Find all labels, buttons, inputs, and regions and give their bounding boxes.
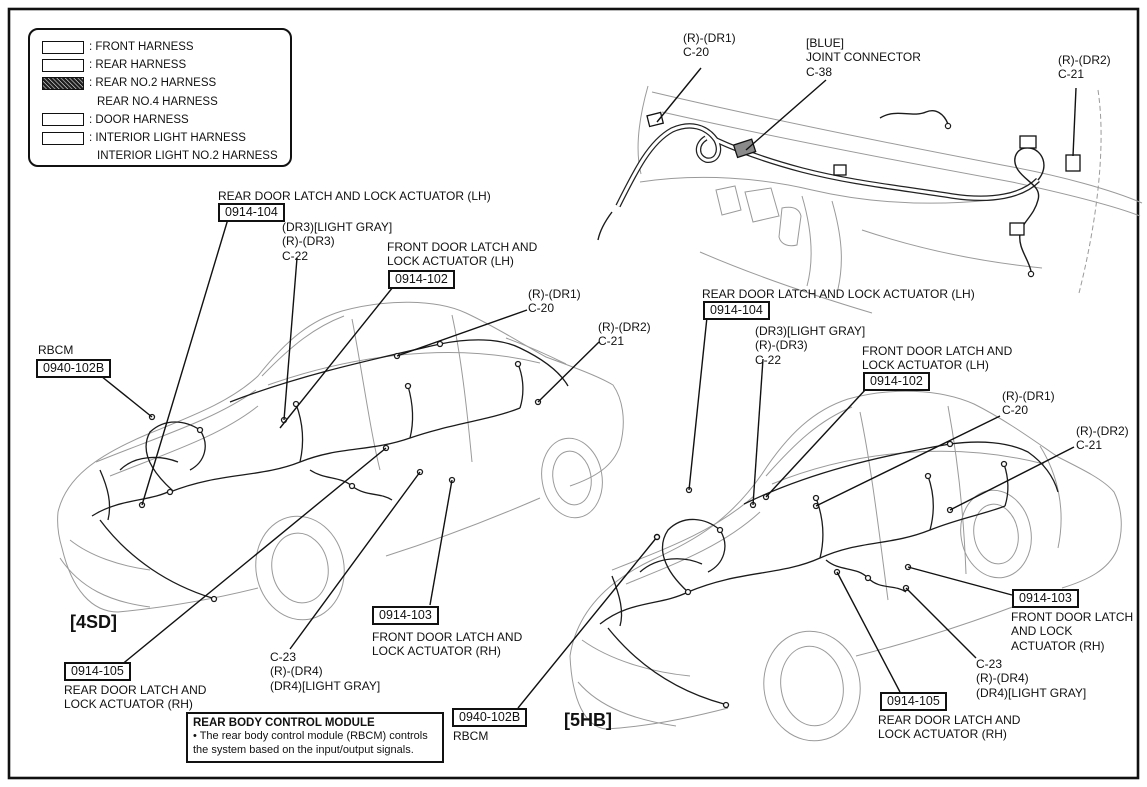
legend-label: : FRONT HARNESS — [89, 41, 194, 54]
hatch-connector-c22: (DR3)[LIGHT GRAY] (R)-(DR3) C-22 — [755, 324, 866, 367]
sedan-harness — [91, 339, 569, 603]
connector-label-blue-joint-c38: [BLUE] JOINT CONNECTOR C-38 — [806, 36, 921, 79]
legend-row: : REAR HARNESS — [42, 56, 290, 74]
legend-row: : DOOR HARNESS — [42, 111, 290, 129]
hatch-connector-c23: C-23 (R)-(DR4) (DR4)[LIGHT GRAY] — [976, 657, 1087, 700]
front-harness-swatch — [42, 40, 84, 54]
legend-row: : FRONT HARNESS — [42, 38, 290, 56]
sedan-front-door-rh-code: 0914-103 — [372, 606, 439, 625]
sedan-connector-c20: (R)-(DR1) C-20 — [528, 287, 581, 316]
outer-frame — [7, 7, 1140, 780]
joint-connector-symbol — [732, 138, 757, 159]
dash-view-harness — [597, 110, 1081, 278]
sedan-connector-c21: (R)-(DR2) C-21 — [598, 320, 651, 349]
legend-label: : INTERIOR LIGHT HARNESS — [89, 132, 246, 145]
rbcm-note-title: REAR BODY CONTROL MODULE — [193, 717, 375, 729]
sedan-rear-door-lh-code: 0914-104 — [218, 203, 285, 222]
hatch-front-door-lh-code: 0914-102 — [863, 372, 930, 391]
legend-label: REAR NO.4 HARNESS — [97, 95, 218, 108]
hatch-front-door-rh-code: 0914-103 — [1012, 589, 1079, 608]
legend-row: REAR NO.4 HARNESS — [42, 93, 290, 111]
hatch-front-door-rh-title: FRONT DOOR LATCH AND LOCK ACTUATOR (RH) — [1011, 610, 1134, 653]
sedan-front-door-lh-title: FRONT DOOR LATCH AND LOCK ACTUATOR (LH) — [387, 240, 538, 269]
interior-light-harness-swatch — [42, 131, 84, 145]
body-style-4sd: [4SD] — [70, 612, 118, 632]
legend-row: INTERIOR LIGHT NO.2 HARNESS — [42, 147, 290, 165]
hatch-rear-door-rh-title: REAR DOOR LATCH AND LOCK ACTUATOR (RH) — [878, 713, 1021, 742]
hatch-rear-door-lh-code: 0914-104 — [703, 301, 770, 320]
dash-view-outline — [637, 85, 1143, 314]
sedan-rbcm-code: 0940-102B — [36, 359, 112, 378]
hatch-connector-c21: (R)-(DR2) C-21 — [1076, 424, 1129, 453]
connector-label-dr1-c20-dash: (R)-(DR1) C-20 — [683, 31, 736, 60]
door-harness-swatch — [42, 113, 84, 127]
sedan-rbcm-title: RBCM — [38, 343, 74, 357]
sedan-rear-door-rh-code: 0914-105 — [64, 662, 131, 681]
hatch-front-door-lh-title: FRONT DOOR LATCH AND LOCK ACTUATOR (LH) — [862, 344, 1013, 373]
legend-label: : REAR NO.2 HARNESS — [89, 77, 217, 90]
rbcm-note-box: REAR BODY CONTROL MODULE • The rear body… — [186, 712, 444, 764]
legend-label: : DOOR HARNESS — [89, 113, 189, 126]
leader-lines — [100, 67, 1077, 709]
hatch-connector-c20: (R)-(DR1) C-20 — [1002, 389, 1055, 418]
sedan-front-door-rh-title: FRONT DOOR LATCH AND LOCK ACTUATOR (RH) — [372, 630, 523, 659]
rear-harness-swatch — [42, 58, 84, 72]
sedan-front-door-lh-code: 0914-102 — [388, 270, 455, 289]
hatch-rear-door-rh-code: 0914-105 — [880, 692, 947, 711]
legend-label: INTERIOR LIGHT NO.2 HARNESS — [97, 150, 278, 163]
legend-row: : INTERIOR LIGHT HARNESS — [42, 129, 290, 147]
hatch-rear-door-lh-title: REAR DOOR LATCH AND LOCK ACTUATOR (LH) — [702, 287, 975, 301]
sedan-rear-door-rh-title: REAR DOOR LATCH AND LOCK ACTUATOR (RH) — [64, 683, 207, 712]
connector-label-dr2-c21-dash: (R)-(DR2) C-21 — [1058, 53, 1111, 82]
hatch-harness — [599, 440, 1059, 709]
legend-row: : REAR NO.2 HARNESS — [42, 74, 290, 92]
legend-label: : REAR HARNESS — [89, 59, 187, 72]
body-style-5hb: [5HB] — [564, 710, 612, 730]
sedan-outline — [57, 301, 624, 621]
rear-no2-harness-swatch — [42, 76, 84, 90]
hatch-rbcm-title: RBCM — [453, 729, 489, 743]
sedan-rear-door-lh-title: REAR DOOR LATCH AND LOCK ACTUATOR (LH) — [218, 189, 491, 203]
harness-legend: : FRONT HARNESS : REAR HARNESS : REAR NO… — [28, 28, 292, 167]
sedan-connector-c23: C-23 (R)-(DR4) (DR4)[LIGHT GRAY] — [270, 650, 381, 693]
hatch-rbcm-code: 0940-102B — [452, 708, 528, 727]
sedan-connector-c22: (DR3)[LIGHT GRAY] (R)-(DR3) C-22 — [282, 220, 393, 263]
rbcm-note-body: • The rear body control module (RBCM) co… — [193, 730, 428, 757]
